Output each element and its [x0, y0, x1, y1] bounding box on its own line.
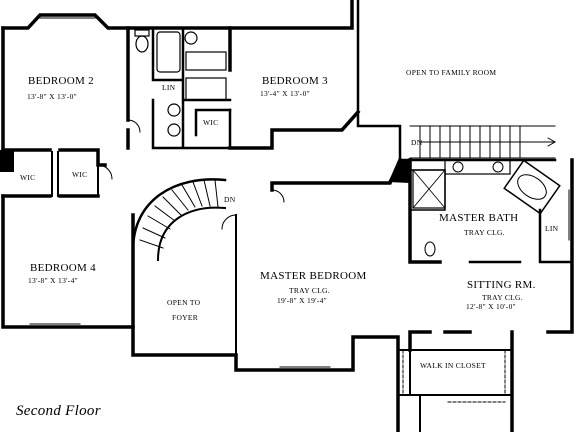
- walk-in-walls: [397, 349, 513, 432]
- mb-shower: [412, 169, 446, 209]
- sink-3: [184, 31, 198, 45]
- bedroom-4-label: BEDROOM 4: [30, 262, 96, 274]
- mb-shower-x: [412, 169, 446, 209]
- bedroom-2-label: BEDROOM 2: [28, 75, 94, 87]
- corner-block: [388, 160, 410, 183]
- toilet-bowl: [135, 35, 149, 53]
- mb-counter: [444, 159, 511, 175]
- stair-down-label: DN: [224, 195, 236, 204]
- foyer-rail: [132, 214, 237, 356]
- linen-label-1: LIN: [162, 83, 176, 92]
- master-bath-ceiling: TRAY CLG.: [464, 228, 505, 237]
- bedroom3-wall: [228, 109, 361, 150]
- top-wall: [1, 0, 354, 30]
- wic-label-1: WIC: [20, 173, 36, 182]
- wic-label-3: WIC: [203, 118, 219, 127]
- linen-label-2: LIN: [545, 224, 559, 233]
- chimney-block: [0, 150, 14, 172]
- open-to-family-room-label: OPEN TO FAMILY ROOM: [406, 68, 497, 77]
- master-bath-right: [468, 208, 574, 264]
- shower: [185, 51, 227, 71]
- sink-2: [167, 123, 181, 137]
- floor-caption: Second Floor: [16, 403, 101, 419]
- family-room-edge: [356, 0, 557, 162]
- bedroom-3-dimensions: 13'-4" X 13'-0": [260, 89, 310, 98]
- stair-outer: [131, 178, 227, 252]
- stair-treads: [139, 179, 219, 249]
- bathtub: [156, 31, 181, 73]
- master-bedroom-label: MASTER BEDROOM: [260, 270, 367, 282]
- right-wall: [408, 158, 574, 352]
- sitting-room-ceiling: TRAY CLG.: [482, 293, 523, 302]
- mb-sink1: [452, 161, 464, 173]
- mb-sink2: [492, 161, 504, 173]
- open-to-foyer-label-line1: OPEN TO: [167, 298, 201, 307]
- master-bedroom-dimensions: 19'-8" X 19'-4": [277, 296, 327, 305]
- bath-walls: [151, 26, 232, 150]
- walk-in-closet-label: WALK IN CLOSET: [420, 361, 486, 370]
- master-tub: [503, 159, 561, 215]
- master-tub-inner: [517, 174, 547, 200]
- bedroom-3-label: BEDROOM 3: [262, 75, 328, 87]
- bedroom2-wall: [1, 148, 107, 167]
- door-swings: [97, 119, 285, 230]
- master-bedroom-ceiling: TRAY CLG.: [289, 286, 330, 295]
- open-to-foyer-label-line2: FOYER: [172, 313, 199, 322]
- wic-label-2: WIC: [72, 170, 88, 179]
- closet-rods: [402, 349, 506, 403]
- bedroom-4-dimensions: 13'-8" X 13'-4": [28, 276, 78, 285]
- sitting-room-dimensions: 12'-8" X 10'-0": [466, 302, 516, 311]
- master-bath-label: MASTER BATH: [439, 212, 519, 224]
- stair-arrow: [419, 137, 557, 147]
- sitting-room-label: SITTING RM.: [467, 279, 536, 291]
- sink: [167, 103, 181, 117]
- outer-wall: [1, 26, 400, 432]
- upper-stair-down-label: DN: [411, 138, 423, 147]
- windows: [29, 14, 573, 371]
- vanity: [185, 77, 227, 101]
- mb-toilet: [424, 241, 436, 257]
- wic-bath-wall: [194, 108, 232, 137]
- bedroom-2-dimensions: 13'-8" X 13'-0": [27, 92, 77, 101]
- master-top: [270, 157, 442, 264]
- stair-inner: [156, 206, 227, 262]
- toilet-tank: [134, 29, 150, 37]
